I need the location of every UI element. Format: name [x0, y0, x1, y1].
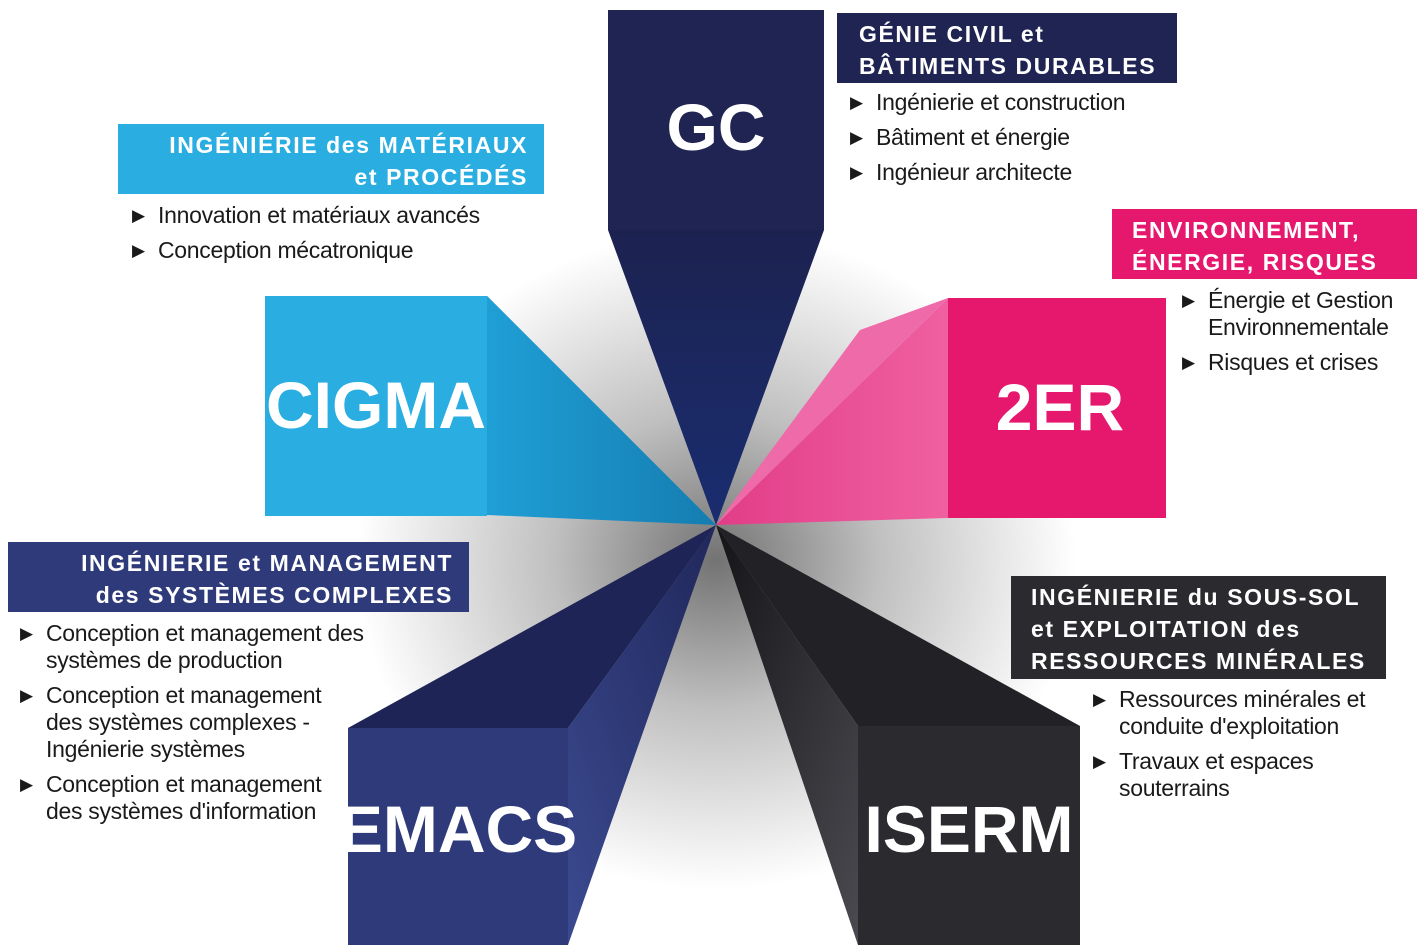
emacs-title-line-1: INGÉNIERIE et MANAGEMENT: [81, 550, 453, 576]
list-item-text: Ingénieur architecte: [876, 159, 1073, 185]
list-item-text: Ressources minérales et conduite d'explo…: [1119, 686, 1366, 739]
gc-code: GC: [667, 90, 766, 164]
list-item-text: Ingénierie et construction: [876, 89, 1126, 115]
iserm-beam: [716, 525, 1080, 726]
list-item: ▶ Bâtiment et énergie: [850, 124, 1125, 151]
cigma-items-list: ▶ Innovation et matériaux avancés ▶ Concep…: [132, 202, 480, 272]
cigma-title-line-1: INGÉNIÉRIE des MATÉRIAUX: [169, 132, 528, 158]
list-item-text: Risques et crises: [1208, 349, 1379, 375]
iserm-code: ISERM: [864, 792, 1073, 866]
triangle-right-icon: ▶: [20, 624, 33, 643]
2er-beam-top: [716, 298, 948, 525]
2er-title-line-2: ÉNERGIE, RISQUES: [1132, 249, 1378, 275]
list-item-text: Énergie et Gestion Environnementale: [1208, 287, 1394, 340]
iserm-title-line-2: et EXPLOITATION des: [1031, 616, 1301, 642]
gc-title-banner: GÉNIE CIVIL et BÂTIMENTS DURABLES: [837, 13, 1177, 83]
list-item-text: Bâtiment et énergie: [876, 124, 1070, 150]
list-item: ▶ Ingénieur architecte: [850, 159, 1125, 186]
cigma-title-line-2: et PROCÉDÉS: [354, 164, 528, 190]
2er-items-list: ▶ Énergie et Gestion Environnementale ▶ Ri…: [1182, 287, 1393, 384]
list-item-text: Conception et management des systèmes co…: [46, 682, 322, 762]
gc-items-list: ▶ Ingénierie et construction ▶ Bâtiment et…: [850, 89, 1125, 194]
gc-beam: [608, 230, 824, 525]
cigma-code: CIGMA: [266, 368, 486, 442]
iserm-title-line-1: INGÉNIERIE du SOUS-SOL: [1031, 584, 1361, 610]
2er-code: 2ER: [996, 370, 1124, 444]
cigma-title-banner: INGÉNIÉRIE des MATÉRIAUX et PROCÉDÉS: [118, 124, 544, 194]
list-item: ▶ Conception et management des systèmes d…: [20, 771, 364, 825]
2er-block: [948, 298, 1166, 518]
emacs-title-banner: INGÉNIERIE et MANAGEMENT des SYSTÈMES CO…: [8, 542, 469, 612]
triangle-right-icon: ▶: [850, 128, 863, 147]
triangle-right-icon: ▶: [850, 93, 863, 112]
list-item-text: Conception et management des systèmes d'…: [46, 771, 322, 824]
iserm-title-banner: INGÉNIERIE du SOUS-SOL et EXPLOITATION d…: [1011, 576, 1386, 679]
emacs-beam: [348, 525, 716, 728]
triangle-right-icon: ▶: [1093, 752, 1106, 771]
triangle-right-icon: ▶: [20, 775, 33, 794]
list-item-text: Conception mécatronique: [158, 237, 414, 263]
2er-title-banner: ENVIRONNEMENT, ÉNERGIE, RISQUES: [1112, 209, 1417, 279]
list-item: ▶ Ressources minérales et conduite d'expl…: [1093, 686, 1366, 740]
iserm-block: [858, 726, 1080, 945]
gc-title-line-1: GÉNIE CIVIL et: [859, 21, 1045, 47]
emacs-items-list: ▶ Conception et management des systèmes d…: [20, 620, 364, 833]
triangle-right-icon: ▶: [20, 686, 33, 705]
list-item-text: Innovation et matériaux avancés: [158, 202, 480, 228]
list-item: ▶ Conception mécatronique: [132, 237, 480, 264]
emacs-code: EMACS: [339, 792, 577, 866]
list-item: ▶ Innovation et matériaux avancés: [132, 202, 480, 229]
iserm-items-list: ▶ Ressources minérales et conduite d'expl…: [1093, 686, 1366, 810]
cigma-block: [265, 296, 487, 516]
cigma-beam-face: [487, 296, 716, 525]
list-item: ▶ Énergie et Gestion Environnementale: [1182, 287, 1393, 341]
triangle-right-icon: ▶: [1182, 291, 1195, 310]
emacs-block: [348, 728, 568, 945]
triangle-right-icon: ▶: [1093, 690, 1106, 709]
triangle-right-icon: ▶: [850, 163, 863, 182]
list-item: ▶ Travaux et espaces souterrains: [1093, 748, 1365, 802]
list-item: ▶ Conception et management des systèmes c…: [20, 682, 364, 763]
triangle-right-icon: ▶: [132, 241, 145, 260]
emacs-title-line-2: des SYSTÈMES COMPLEXES: [95, 582, 453, 608]
triangle-right-icon: ▶: [1182, 353, 1195, 372]
iserm-title-line-3: RESSOURCES MINÉRALES: [1031, 648, 1366, 674]
list-item: ▶ Ingénierie et construction: [850, 89, 1125, 116]
list-item-text: Travaux et espaces souterrains: [1119, 748, 1314, 801]
iserm-beam-side: [716, 525, 858, 945]
emacs-beam-side: [568, 525, 716, 945]
list-item-text: Conception et management des systèmes de…: [46, 620, 364, 673]
2er-title-line-1: ENVIRONNEMENT,: [1132, 217, 1361, 243]
gc-title-line-2: BÂTIMENTS DURABLES: [859, 53, 1157, 79]
gc-block: [608, 10, 824, 230]
list-item: ▶ Risques et crises: [1182, 349, 1393, 376]
triangle-right-icon: ▶: [132, 206, 145, 225]
list-item: ▶ Conception et management des systèmes d…: [20, 620, 364, 674]
